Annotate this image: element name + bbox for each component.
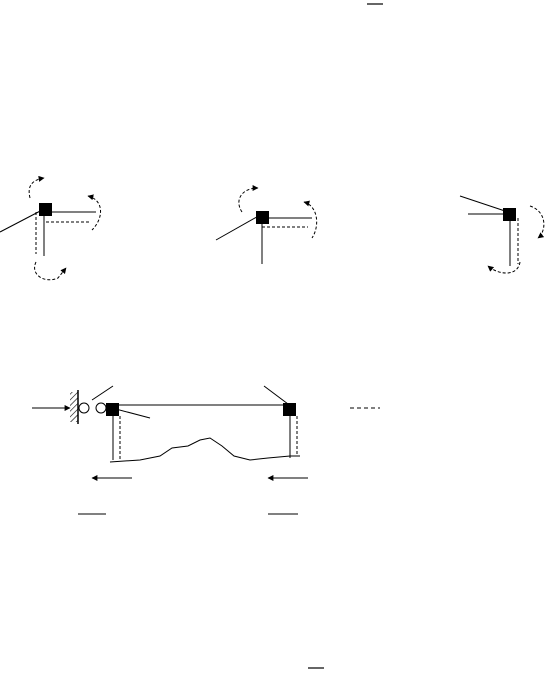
rigid-joint-block — [39, 203, 52, 216]
diagonal-member-upper — [91, 385, 114, 401]
diagonal-member — [215, 213, 263, 241]
moment-arrow-bottom — [34, 261, 67, 281]
roller-right — [95, 402, 107, 414]
joint-middle-figure — [215, 185, 318, 264]
rigid-joint-block — [256, 211, 269, 224]
moment-arrow-right — [87, 194, 101, 231]
rigid-joint-block-left — [106, 403, 119, 416]
diagonal-member — [459, 195, 509, 213]
fixed-wall-hatch — [70, 392, 78, 422]
diagonal-member — [0, 207, 47, 233]
moment-arrow-right — [529, 205, 545, 239]
rigid-joint-block — [503, 208, 516, 221]
moment-arrow-bottom — [487, 261, 521, 274]
moment-arrow-top — [238, 185, 259, 213]
roller-left — [78, 402, 90, 414]
ground-profile — [109, 437, 300, 463]
moment-arrow-right — [303, 200, 318, 239]
joint-left-figure — [0, 175, 101, 281]
diagonal-member-right — [263, 385, 289, 405]
frame-on-ground-figure — [32, 385, 380, 515]
rigid-joint-block-right — [283, 403, 296, 416]
moment-arrow-top — [28, 175, 45, 199]
joint-right-figure — [459, 195, 545, 274]
